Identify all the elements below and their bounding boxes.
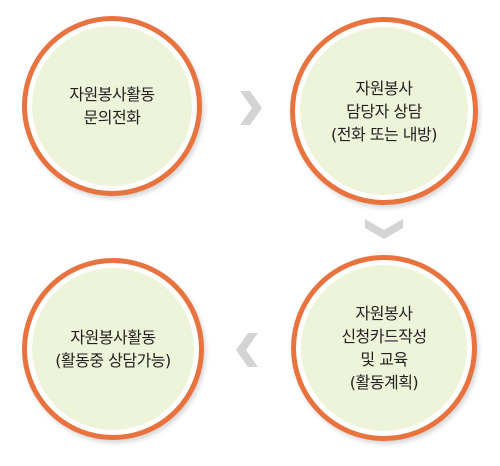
step-4-circle: 자원봉사활동 (활동중 상담가능) [22,258,204,440]
step-4-label: 자원봉사활동 (활동중 상담가능) [55,328,171,370]
step-1-circle: 자원봉사활동 문의전화 [22,16,202,196]
chevron-right-icon [240,91,262,125]
step-3-label: 자원봉사 신청카드작성 및 교육 (활동계획) [341,304,427,392]
step-1-label: 자원봉사활동 문의전화 [69,85,155,127]
step-3-circle: 자원봉사 신청카드작성 및 교육 (활동계획) [291,255,477,441]
step-2-circle: 자원봉사 담당자 상담 (전화 또는 내방) [290,17,478,205]
step-2-label: 자원봉사 담당자 상담 (전화 또는 내방) [331,78,437,144]
chevron-left-icon [236,333,258,367]
chevron-down-icon [365,219,403,239]
